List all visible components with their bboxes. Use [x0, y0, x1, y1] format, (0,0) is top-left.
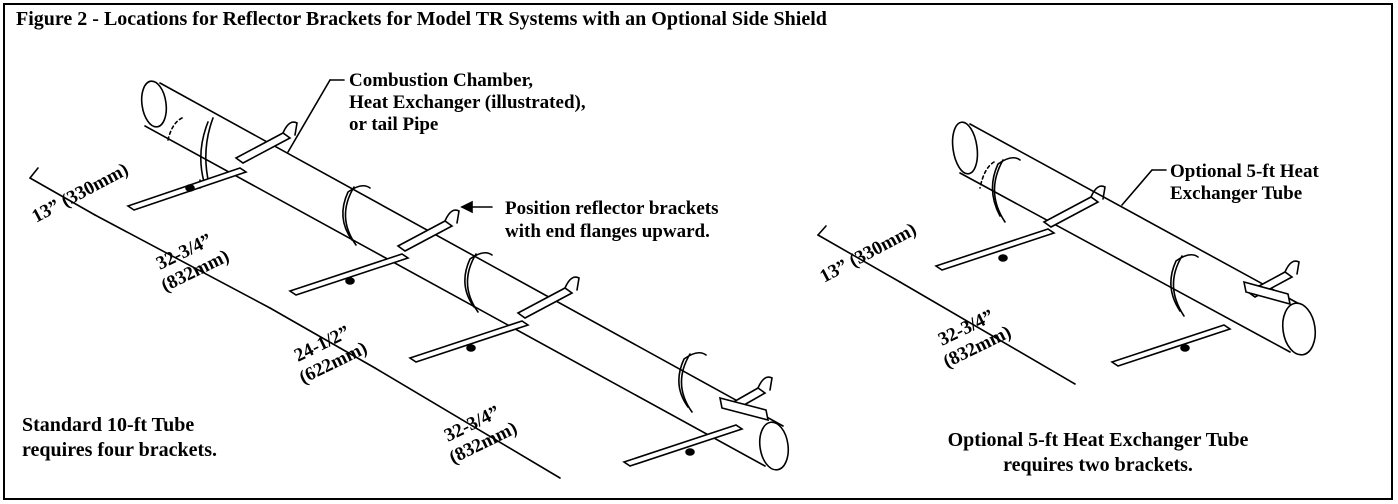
- long-tube: [140, 80, 790, 471]
- tube-callout-leader: [287, 79, 331, 153]
- left-caption: Standard 10-ft Tube requires four bracke…: [22, 413, 217, 463]
- short-bracket-1: [934, 156, 1106, 271]
- right-tube-callout-text: Optional 5-ft Heat Exchanger Tube: [1170, 161, 1319, 204]
- figure-frame: [3, 3, 1393, 500]
- tube-callout-line-2: Heat Exchanger (illustrated),: [349, 92, 586, 113]
- short-tube: [951, 121, 1317, 356]
- short-tube-callout-leader: [1121, 169, 1153, 206]
- left-caption-line-2: requires four brackets.: [22, 439, 217, 461]
- right-dim-1: 13” (330mm): [816, 219, 920, 287]
- right-dimension-lines: [817, 225, 1076, 385]
- right-caption: Optional 5-ft Heat Exchanger Tube requir…: [928, 428, 1268, 478]
- bracket-1: [126, 117, 298, 211]
- short-tube-callout-line-2: Exchanger Tube: [1170, 183, 1302, 204]
- bracket-callout-line-1: Position reflector brackets: [505, 198, 719, 219]
- left-caption-line-1: Standard 10-ft Tube: [22, 414, 195, 436]
- short-bracket-2: [1110, 253, 1300, 367]
- left-dim-1: 13” (330mm): [28, 159, 132, 227]
- tube-callout-line-1: Combustion Chamber,: [349, 70, 533, 91]
- short-tube-callout-line-1: Optional 5-ft Heat: [1170, 161, 1319, 182]
- figure-title: Figure 2 - Locations for Reflector Brack…: [16, 8, 827, 30]
- tube-callout-line-3: or tail Pipe: [349, 114, 438, 135]
- left-tube-callout-text: Combustion Chamber, Heat Exchanger (illu…: [349, 70, 586, 135]
- bracket-callout-line-2: with end flanges upward.: [505, 221, 710, 242]
- left-dimension-lines: [29, 167, 561, 479]
- right-caption-line-2: requires two brackets.: [1003, 454, 1193, 476]
- bracket-3: [408, 251, 580, 363]
- bracket-callout-text: Position reflector brackets with end fla…: [505, 198, 719, 242]
- bracket-4: [622, 351, 773, 467]
- right-caption-line-1: Optional 5-ft Heat Exchanger Tube: [947, 429, 1249, 451]
- bracket-2: [288, 184, 460, 296]
